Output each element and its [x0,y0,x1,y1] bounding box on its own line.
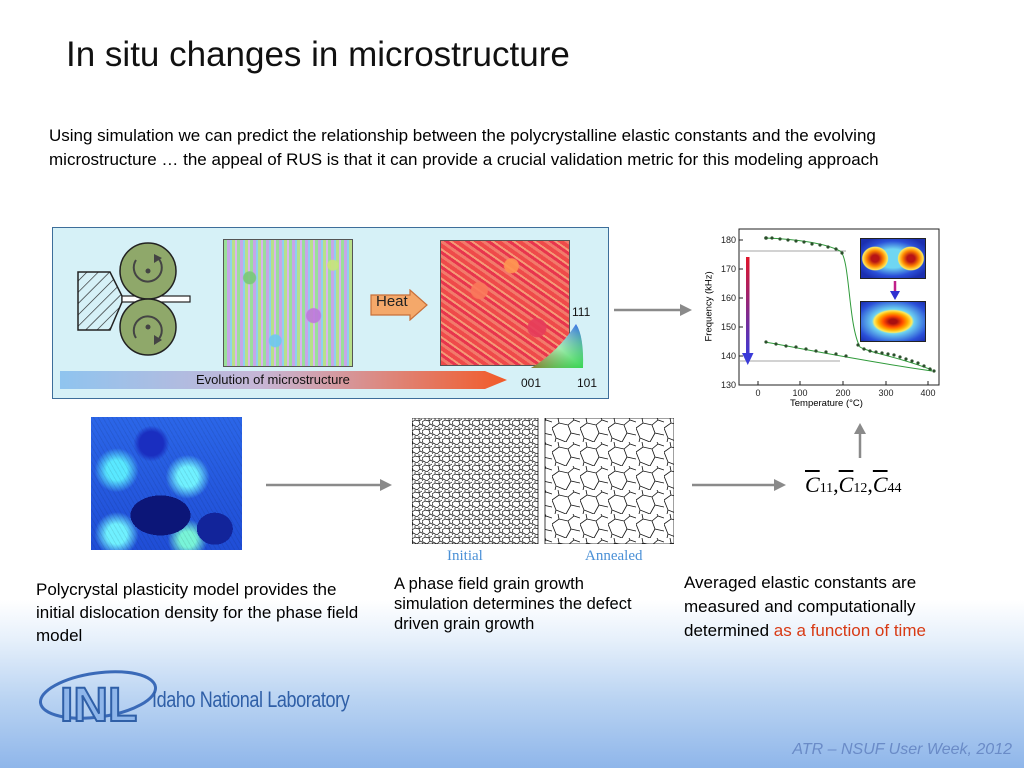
arrow-to-graph [614,304,692,316]
mode-shape-map-top [860,238,926,279]
dislocation-density-map [91,417,242,550]
c12-symbol: C [838,472,854,497]
slide-title: In situ changes in microstructure [66,35,570,74]
elastic-constants-description: Averaged elastic constants are measured … [684,571,984,643]
x-tick: 0 [755,388,760,398]
y-tick: 160 [721,293,736,303]
logo-name: Idaho National Laboratory [152,687,350,712]
c11-subscript: 11 [819,481,834,496]
mode-shape-map-bottom [860,301,926,342]
graph-x-label: Temperature (°C) [790,398,863,409]
annealed-caption: Annealed [585,548,643,564]
y-tick: 140 [721,351,736,361]
inl-logo-mark-icon: INL [38,670,158,731]
elastic-main-text: Averaged elastic constants are measured … [684,573,917,640]
x-tick: 400 [920,388,935,398]
phase-field-description: A phase field grain growth simulation de… [394,575,632,633]
x-tick: 100 [792,388,807,398]
c11-symbol: C [805,472,820,497]
inl-logo: INL Idaho National Laboratory [38,665,358,731]
initial-caption: Initial [447,548,483,564]
y-tick: 130 [721,380,736,390]
c12-subscript: 12 [853,481,868,496]
y-tick: 150 [721,322,736,332]
arrow-to-grain-growth [266,479,392,491]
evolution-arrow [60,371,507,389]
logo-mark-text: INL [60,679,137,731]
initial-microstructure-map [223,239,353,367]
y-tick: 180 [721,235,736,245]
rolling-mill-diagram [77,242,191,356]
evolution-label: Evolution of microstructure [196,372,350,387]
heat-arrow-icon [370,289,428,321]
data-points [764,236,936,373]
elastic-highlight-text: as a function of time [773,621,926,640]
heat-label: Heat [376,293,408,310]
triangle-label-001: 001 [521,376,542,390]
triangle-label-111: 111 [572,305,591,319]
graph-y-label: Frequency (kHz) [703,271,715,342]
c44-subscript: 44 [887,481,902,496]
intro-paragraph: Using simulation we can predict the rela… [49,126,879,169]
orientation-triangle-icon [531,324,584,368]
x-tick: 300 [878,388,893,398]
c44-symbol: C [872,472,888,497]
x-tick: 200 [835,388,850,398]
heated-microstructure-map [440,240,570,366]
elastic-constants-equation: C11,C12,C44 [805,472,902,497]
plasticity-description: Polycrystal plasticity model provides th… [36,580,359,645]
arrow-to-elastic-constants [692,479,786,491]
arrow-up-to-graph [854,423,866,458]
grain-growth-images [412,418,674,544]
footer-text: ATR – NSUF User Week, 2012 [792,741,1012,758]
triangle-label-101: 101 [577,376,598,390]
y-tick: 170 [721,264,736,274]
